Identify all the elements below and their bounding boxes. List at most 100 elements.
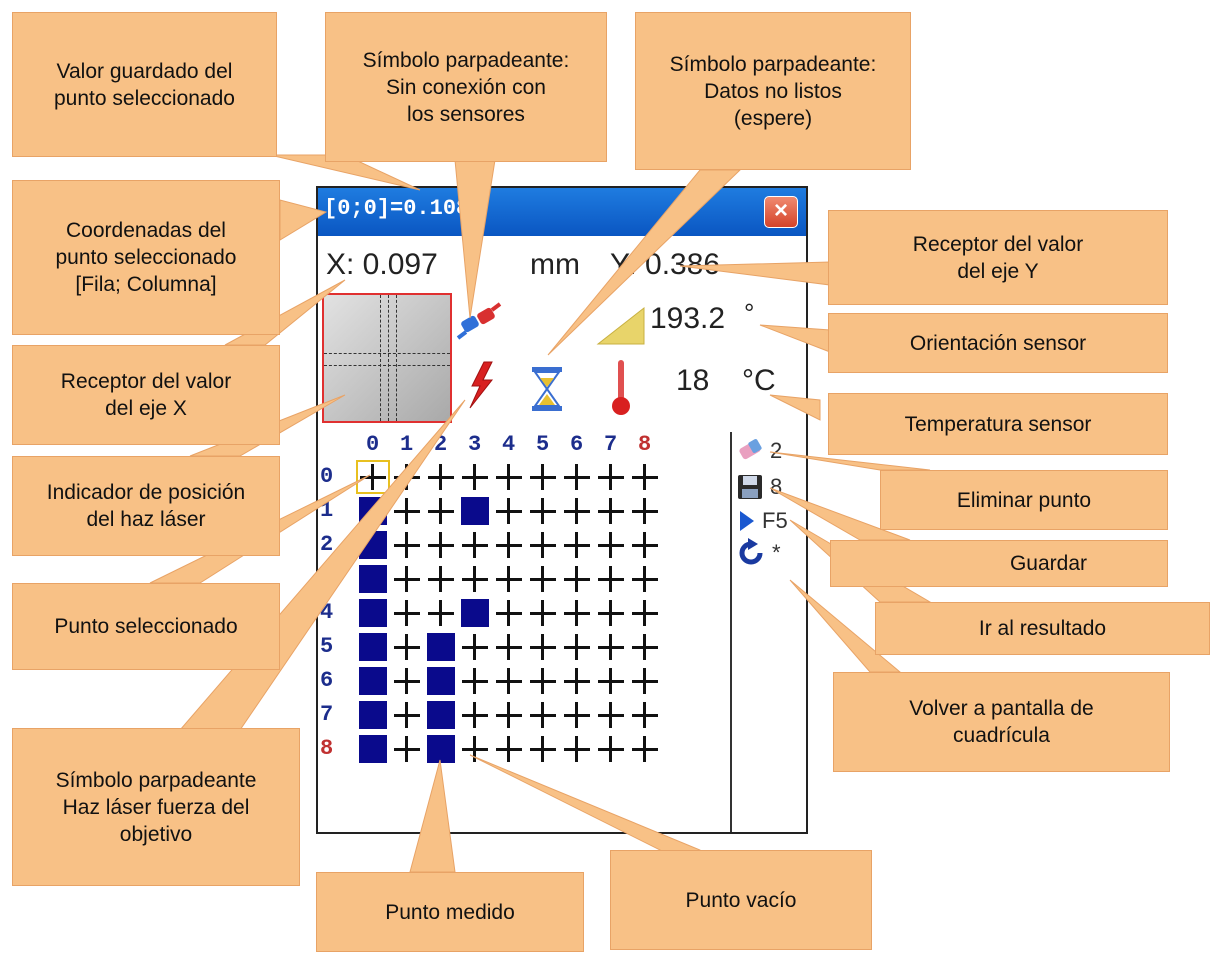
empty-point[interactable] [526,698,560,732]
row-label: 0 [320,464,334,489]
measured-point[interactable] [356,528,390,562]
side-item-result[interactable]: F5 [736,504,788,538]
empty-point[interactable] [560,494,594,528]
empty-point[interactable] [492,630,526,664]
measured-point[interactable] [356,698,390,732]
empty-point[interactable] [458,460,492,494]
empty-point[interactable] [526,630,560,664]
empty-point[interactable] [628,732,662,766]
plus-mark [473,532,476,558]
empty-point[interactable] [628,664,662,698]
empty-point[interactable] [424,528,458,562]
empty-point[interactable] [458,562,492,596]
empty-point[interactable] [526,494,560,528]
empty-point[interactable] [594,698,628,732]
empty-point[interactable] [424,494,458,528]
measured-point[interactable] [356,494,390,528]
empty-point[interactable] [458,664,492,698]
plus-mark [507,498,510,524]
close-button[interactable]: × [764,196,798,228]
empty-point[interactable] [458,528,492,562]
plus-mark [643,532,646,558]
measured-point[interactable] [458,494,492,528]
empty-point[interactable] [356,460,390,494]
empty-point[interactable] [560,698,594,732]
plus-mark [439,566,442,592]
empty-point[interactable] [390,664,424,698]
empty-point[interactable] [526,596,560,630]
empty-point[interactable] [628,562,662,596]
empty-point[interactable] [390,630,424,664]
measured-point[interactable] [424,698,458,732]
empty-point[interactable] [526,664,560,698]
measured-point[interactable] [424,664,458,698]
empty-point[interactable] [560,630,594,664]
measured-point[interactable] [356,732,390,766]
empty-point[interactable] [492,596,526,630]
empty-point[interactable] [390,562,424,596]
empty-point[interactable] [424,460,458,494]
empty-point[interactable] [458,698,492,732]
callout-volver: Volver a pantalla de cuadrícula [833,672,1170,772]
empty-point[interactable] [390,494,424,528]
empty-point[interactable] [594,562,628,596]
empty-point[interactable] [594,630,628,664]
measured-point[interactable] [458,596,492,630]
empty-point[interactable] [458,630,492,664]
measured-point[interactable] [356,596,390,630]
empty-point[interactable] [526,528,560,562]
empty-point[interactable] [390,698,424,732]
measured-point[interactable] [424,630,458,664]
empty-point[interactable] [628,698,662,732]
empty-point[interactable] [628,630,662,664]
empty-point[interactable] [628,596,662,630]
plus-mark [643,498,646,524]
plus-mark [405,668,408,694]
empty-point[interactable] [594,460,628,494]
empty-point[interactable] [492,698,526,732]
empty-point[interactable] [628,494,662,528]
plus-mark [507,566,510,592]
empty-point[interactable] [560,562,594,596]
measured-point[interactable] [356,630,390,664]
empty-point[interactable] [594,732,628,766]
empty-point[interactable] [424,596,458,630]
empty-point[interactable] [424,562,458,596]
row-label: 5 [320,634,334,659]
empty-point[interactable] [492,664,526,698]
empty-point[interactable] [594,596,628,630]
empty-point[interactable] [560,596,594,630]
empty-point[interactable] [390,596,424,630]
empty-point[interactable] [628,528,662,562]
measured-point[interactable] [356,664,390,698]
empty-point[interactable] [492,460,526,494]
empty-point[interactable] [492,528,526,562]
empty-point[interactable] [390,528,424,562]
empty-point[interactable] [594,528,628,562]
empty-point[interactable] [390,460,424,494]
empty-point[interactable] [492,494,526,528]
empty-point[interactable] [458,732,492,766]
empty-point[interactable] [560,732,594,766]
empty-point[interactable] [492,732,526,766]
empty-point[interactable] [594,664,628,698]
empty-point[interactable] [560,460,594,494]
side-item-save[interactable]: 8 [736,470,782,504]
empty-point[interactable] [594,494,628,528]
empty-point[interactable] [560,528,594,562]
measured-point[interactable] [424,732,458,766]
empty-point[interactable] [390,732,424,766]
plus-mark [643,566,646,592]
measured-square [359,599,387,627]
side-item-back[interactable]: * [736,536,781,570]
side-item-delete[interactable]: 2 [736,434,782,468]
empty-point[interactable] [628,460,662,494]
plus-mark [405,532,408,558]
empty-point[interactable] [526,732,560,766]
callout-receptor-y: Receptor del valor del eje Y [828,210,1168,305]
empty-point[interactable] [526,562,560,596]
measured-point[interactable] [356,562,390,596]
empty-point[interactable] [560,664,594,698]
empty-point[interactable] [492,562,526,596]
empty-point[interactable] [526,460,560,494]
